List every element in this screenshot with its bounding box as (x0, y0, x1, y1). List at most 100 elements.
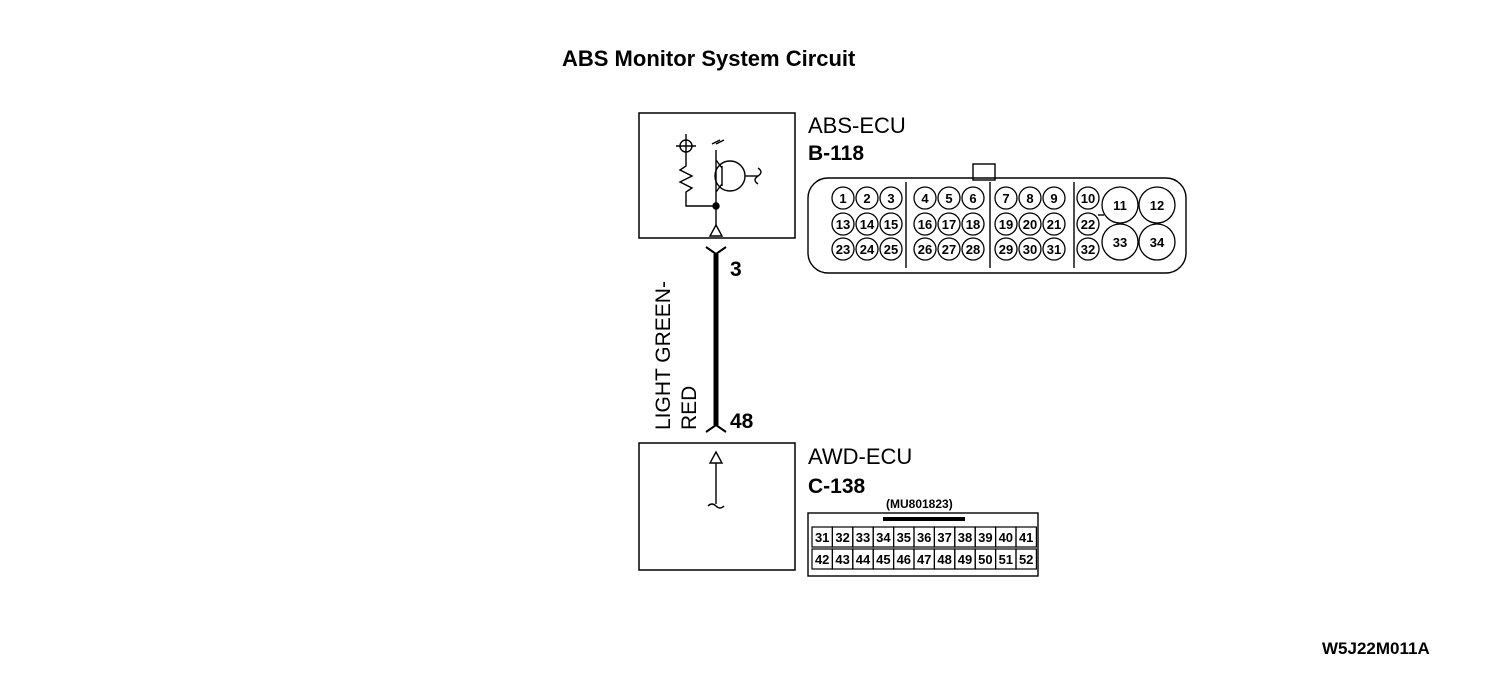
awd-ecu-internal-circuit (707, 450, 725, 509)
abs-pin-circle (1018, 237, 1042, 261)
abs-pin-label: 1 (839, 191, 846, 206)
abs-pin-label: 9 (1050, 191, 1057, 206)
abs-ecu-internal-circuit (676, 134, 762, 237)
awd-pin-label: 52 (1019, 552, 1033, 567)
abs-pin-circle (831, 186, 855, 210)
abs-pin-label: 32 (1081, 242, 1095, 257)
awd-pin-label: 44 (856, 552, 871, 567)
abs-pin-label: 8 (1026, 191, 1033, 206)
abs-pin-circle (1018, 186, 1042, 210)
abs-pin-label: 28 (966, 242, 980, 257)
awd-pin-label: 40 (999, 530, 1013, 545)
awd-pin-label: 46 (897, 552, 911, 567)
abs-pin-circle (855, 212, 879, 236)
awd-pin-label: 32 (835, 530, 849, 545)
abs-pin-large-label: 33 (1113, 235, 1127, 250)
abs-pin-circle (961, 237, 985, 261)
abs-pin-circle (855, 186, 879, 210)
abs-pin-circle (879, 237, 903, 261)
abs-pin-label: 20 (1023, 217, 1037, 232)
abs-pin-circle (831, 237, 855, 261)
abs-pin-circle (879, 186, 903, 210)
abs-pin-circle (1042, 237, 1066, 261)
abs-pin-large-label: 34 (1150, 235, 1165, 250)
abs-pin-label: 29 (999, 242, 1013, 257)
awd-pin-label: 38 (958, 530, 972, 545)
abs-pin-circle (1018, 212, 1042, 236)
awd-pin-label: 31 (815, 530, 829, 545)
awd-pin-label: 33 (856, 530, 870, 545)
awd-terminal-number: 48 (730, 410, 754, 433)
abs-pin-circle (1076, 237, 1100, 261)
abs-pin-circle (1076, 212, 1100, 236)
abs-pin-label: 4 (921, 191, 929, 206)
abs-pin-large-circle (1138, 186, 1176, 224)
abs-pin-circle (961, 186, 985, 210)
awd-ecu-connector-label: C-138 (808, 475, 866, 498)
abs-terminal-number: 3 (730, 258, 742, 281)
abs-ecu-connector-label: B-118 (808, 142, 864, 165)
awd-pin-label: 37 (937, 530, 951, 545)
abs-pin-label: 18 (966, 217, 980, 232)
abs-pin-circle (937, 237, 961, 261)
awd-pin-label: 39 (978, 530, 992, 545)
abs-pin-label: 6 (969, 191, 976, 206)
awd-pin-label: 50 (978, 552, 992, 567)
awd-pin-label: 34 (876, 530, 891, 545)
abs-pin-circle (831, 212, 855, 236)
abs-pin-circle (913, 212, 937, 236)
abs-pin-label: 23 (836, 242, 850, 257)
abs-pin-circle (1042, 186, 1066, 210)
abs-pin-label: 30 (1023, 242, 1037, 257)
awd-pin-cell (1015, 526, 1037, 548)
abs-pin-label: 19 (999, 217, 1013, 232)
abs-pin-circle (961, 212, 985, 236)
abs-pin-circle (879, 212, 903, 236)
abs-pin-circle (855, 237, 879, 261)
abs-ecu-box (638, 112, 796, 239)
harness-wire (705, 246, 727, 433)
awd-pin-label: 48 (937, 552, 951, 567)
awd-pin-label: 41 (1019, 530, 1033, 545)
abs-pin-label: 27 (942, 242, 956, 257)
abs-pin-label: 13 (836, 217, 850, 232)
abs-pin-label: 16 (918, 217, 932, 232)
abs-pin-large-circle (1138, 223, 1176, 261)
abs-pin-large-circle (1101, 223, 1139, 261)
wire-color-line2: RED (678, 386, 701, 430)
wire-color-line1: LIGHT GREEN- (652, 281, 675, 430)
abs-pin-label: 31 (1047, 242, 1061, 257)
awd-pin-label: 43 (835, 552, 849, 567)
abs-pin-large-circle (1101, 186, 1139, 224)
abs-pin-circle (937, 186, 961, 210)
awd-pin-label: 51 (999, 552, 1013, 567)
abs-pin-large-label: 12 (1150, 198, 1164, 213)
awd-pin-label: 36 (917, 530, 931, 545)
abs-pin-circle (913, 237, 937, 261)
abs-pin-label: 22 (1081, 217, 1095, 232)
abs-pin-label: 26 (918, 242, 932, 257)
awd-pin-label: 45 (876, 552, 890, 567)
abs-pin-label: 2 (863, 191, 870, 206)
abs-pin-label: 5 (945, 191, 952, 206)
abs-ecu-label: ABS-ECU (808, 113, 906, 138)
abs-pin-circle (994, 186, 1018, 210)
awd-pin-label: 49 (958, 552, 972, 567)
abs-pin-label: 25 (884, 242, 898, 257)
abs-pin-circle (1076, 186, 1100, 210)
awd-pin-label: 47 (917, 552, 931, 567)
diagram-title: ABS Monitor System Circuit (562, 46, 856, 71)
abs-pin-circle (913, 186, 937, 210)
awd-connector-c138 (807, 512, 1039, 577)
abs-pin-circle (994, 237, 1018, 261)
abs-pin-circle (937, 212, 961, 236)
abs-pin-label: 17 (942, 217, 956, 232)
figure-code: W5J22M011A (1322, 639, 1430, 658)
awd-pin-label: 42 (815, 552, 829, 567)
abs-pin-label: 7 (1002, 191, 1009, 206)
awd-pin-cell (1015, 548, 1037, 570)
abs-pin-large-label: 11 (1113, 198, 1127, 213)
